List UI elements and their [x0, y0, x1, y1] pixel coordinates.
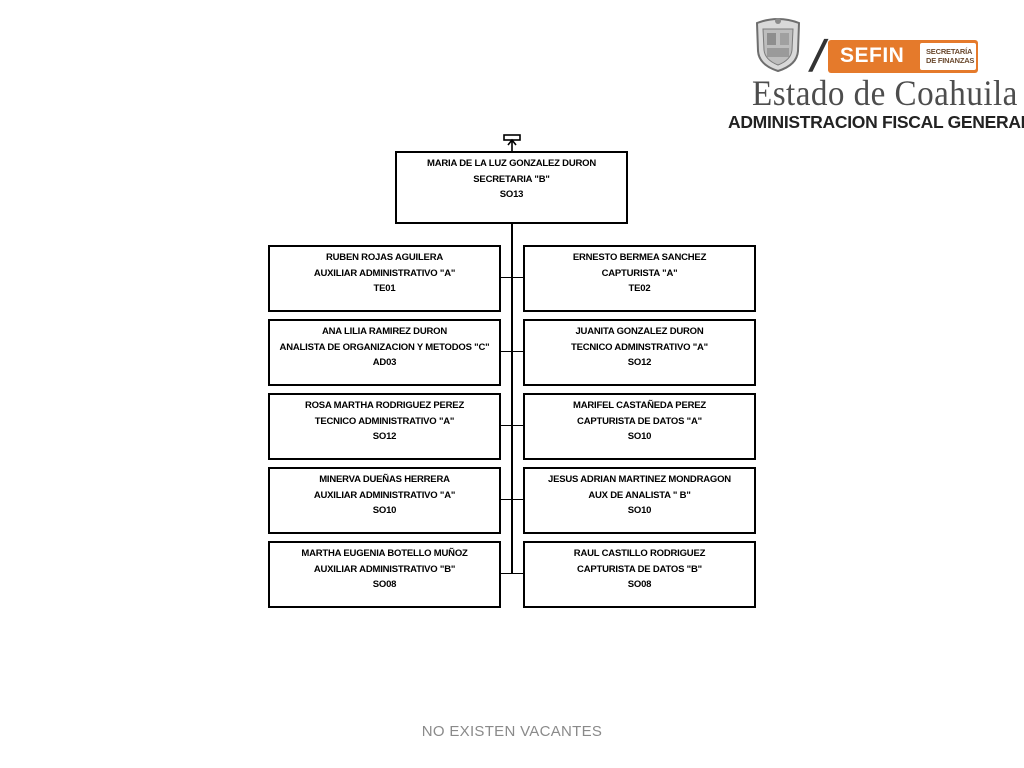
connector-row-4 [499, 499, 525, 500]
employee-position: ANALISTA DE ORGANIZACION Y METODOS "C" [279, 341, 490, 353]
employee-name: RUBEN ROJAS AGUILERA [325, 252, 444, 263]
employee-position: TECNICO ADMINISTRATIVO "A" [314, 415, 455, 427]
org-box-right-1: ERNESTO BERMEA SANCHEZ CAPTURISTA "A" TE… [523, 245, 756, 312]
org-box-right-2: JUANITA GONZALEZ DURON TECNICO ADMINSTRA… [523, 319, 756, 386]
org-box-left-5: MARTHA EUGENIA BOTELLO MUÑOZ AUXILIAR AD… [268, 541, 501, 608]
employee-name: MARIFEL CASTAÑEDA PEREZ [573, 400, 706, 411]
employee-code: SO10 [627, 505, 652, 516]
employee-position: SECRETARIA "B" [473, 173, 550, 185]
employee-position: CAPTURISTA "A" [601, 267, 678, 279]
sefin-logo-text: SEFIN [840, 44, 905, 67]
state-name: Estado de Coahuila [752, 73, 1018, 113]
sefin-logo-subtext-box: SECRETARÍA DE FINANZAS [920, 43, 976, 70]
employee-name: RAUL CASTILLO RODRIGUEZ [573, 548, 706, 559]
org-box-right-3: MARIFEL CASTAÑEDA PEREZ CAPTURISTA DE DA… [523, 393, 756, 460]
employee-name: MINERVA DUEÑAS HERRERA [319, 474, 450, 485]
employee-code: SO08 [627, 579, 652, 590]
connector-row-5 [499, 573, 525, 574]
employee-code: AD03 [372, 357, 397, 368]
employee-code: SO12 [627, 357, 652, 368]
connector-row-1 [499, 277, 525, 278]
employee-code: TE01 [373, 283, 396, 294]
employee-code: SO10 [627, 431, 652, 442]
connector-row-3 [499, 425, 525, 426]
org-head-box: MARIA DE LA LUZ GONZALEZ DURON SECRETARI… [395, 151, 628, 224]
employee-code: SO13 [499, 189, 524, 200]
org-box-left-3: ROSA MARTHA RODRIGUEZ PEREZ TECNICO ADMI… [268, 393, 501, 460]
sefin-logo-subtext: SECRETARÍA DE FINANZAS [926, 47, 975, 65]
connector-row-2 [499, 351, 525, 352]
org-box-left-2: ANA LILIA RAMIREZ DURON ANALISTA DE ORGA… [268, 319, 501, 386]
employee-name: ROSA MARTHA RODRIGUEZ PEREZ [304, 400, 465, 411]
agency-name: ADMINISTRACION FISCAL GENERAL [728, 112, 1024, 132]
employee-position: CAPTURISTA DE DATOS "B" [577, 563, 702, 575]
employee-name: JESUS ADRIAN MARTINEZ MONDRAGON [548, 474, 731, 485]
employee-name: ERNESTO BERMEA SANCHEZ [572, 252, 707, 263]
employee-name: JUANITA GONZALEZ DURON [575, 326, 704, 337]
employee-code: TE02 [628, 283, 651, 294]
org-chart-icon [503, 134, 521, 151]
header-logo-area: / SEFIN SECRETARÍA DE FINANZAS Estado de… [725, 14, 1024, 134]
vacancies-note: NO EXISTEN VACANTES [421, 723, 603, 740]
employee-position: AUXILIAR ADMINISTRATIVO "A" [313, 489, 456, 501]
org-chart-trunk-line [511, 222, 513, 574]
org-box-left-1: RUBEN ROJAS AGUILERA AUXILIAR ADMINISTRA… [268, 245, 501, 312]
employee-code: SO08 [372, 579, 397, 590]
employee-position: AUX DE ANALISTA " B" [588, 489, 691, 501]
employee-position: AUXILIAR ADMINISTRATIVO "A" [313, 267, 456, 279]
coat-of-arms-icon [755, 18, 801, 73]
employee-name: ANA LILIA RAMIREZ DURON [321, 326, 448, 337]
employee-name: MARTHA EUGENIA BOTELLO MUÑOZ [301, 548, 468, 559]
employee-position: TECNICO ADMINSTRATIVO "A" [570, 341, 708, 353]
org-box-right-4: JESUS ADRIAN MARTINEZ MONDRAGON AUX DE A… [523, 467, 756, 534]
org-box-right-5: RAUL CASTILLO RODRIGUEZ CAPTURISTA DE DA… [523, 541, 756, 608]
org-box-left-4: MINERVA DUEÑAS HERRERA AUXILIAR ADMINIST… [268, 467, 501, 534]
employee-position: AUXILIAR ADMINISTRATIVO "B" [313, 563, 456, 575]
employee-code: SO12 [372, 431, 397, 442]
employee-code: SO10 [372, 505, 397, 516]
sefin-logo-badge: SEFIN SECRETARÍA DE FINANZAS [828, 40, 978, 73]
employee-name: MARIA DE LA LUZ GONZALEZ DURON [426, 158, 597, 169]
employee-position: CAPTURISTA DE DATOS "A" [577, 415, 702, 427]
